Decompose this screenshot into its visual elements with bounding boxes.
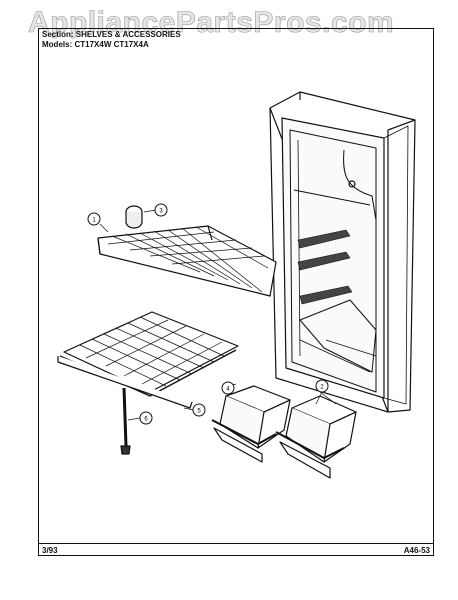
- diagram-frame: [38, 28, 434, 556]
- models-label: Models:: [42, 40, 73, 49]
- callout-1: 1: [87, 212, 101, 226]
- svg-text:2: 2: [320, 385, 324, 391]
- crisper-drawer-left: [211, 385, 291, 463]
- callout-3: 3: [154, 203, 168, 217]
- footer-divider: [38, 543, 434, 544]
- models-value: CT17X4W CT17X4A: [74, 40, 149, 49]
- callout-6: 6: [139, 411, 153, 425]
- svg-text:6: 6: [144, 417, 148, 423]
- wire-shelf-upper: [97, 225, 277, 297]
- watermark: AppliancePartsPros.com: [28, 6, 395, 40]
- refrigerator-cabinet: [269, 91, 416, 413]
- crisper-drawer-right: [275, 395, 357, 479]
- diagram-code: A46-53: [403, 546, 430, 555]
- section-heading: Section: SHELVES & ACCESSORIES: [42, 30, 181, 39]
- shelf-rail: [57, 356, 193, 409]
- svg-text:4: 4: [226, 387, 230, 393]
- support-rod: [120, 387, 131, 455]
- callout-5: 5: [192, 403, 206, 417]
- callout-4: 4: [221, 381, 235, 395]
- crisper-shelf: [59, 311, 239, 397]
- svg-text:5: 5: [197, 409, 201, 415]
- shelf-spacer: [125, 205, 143, 229]
- callout-2: 2: [315, 379, 329, 393]
- revision-date: 3/93: [42, 546, 58, 555]
- models-line: Models: CT17X4W CT17X4A: [42, 40, 149, 49]
- svg-text:3: 3: [159, 209, 163, 215]
- svg-text:1: 1: [92, 218, 96, 224]
